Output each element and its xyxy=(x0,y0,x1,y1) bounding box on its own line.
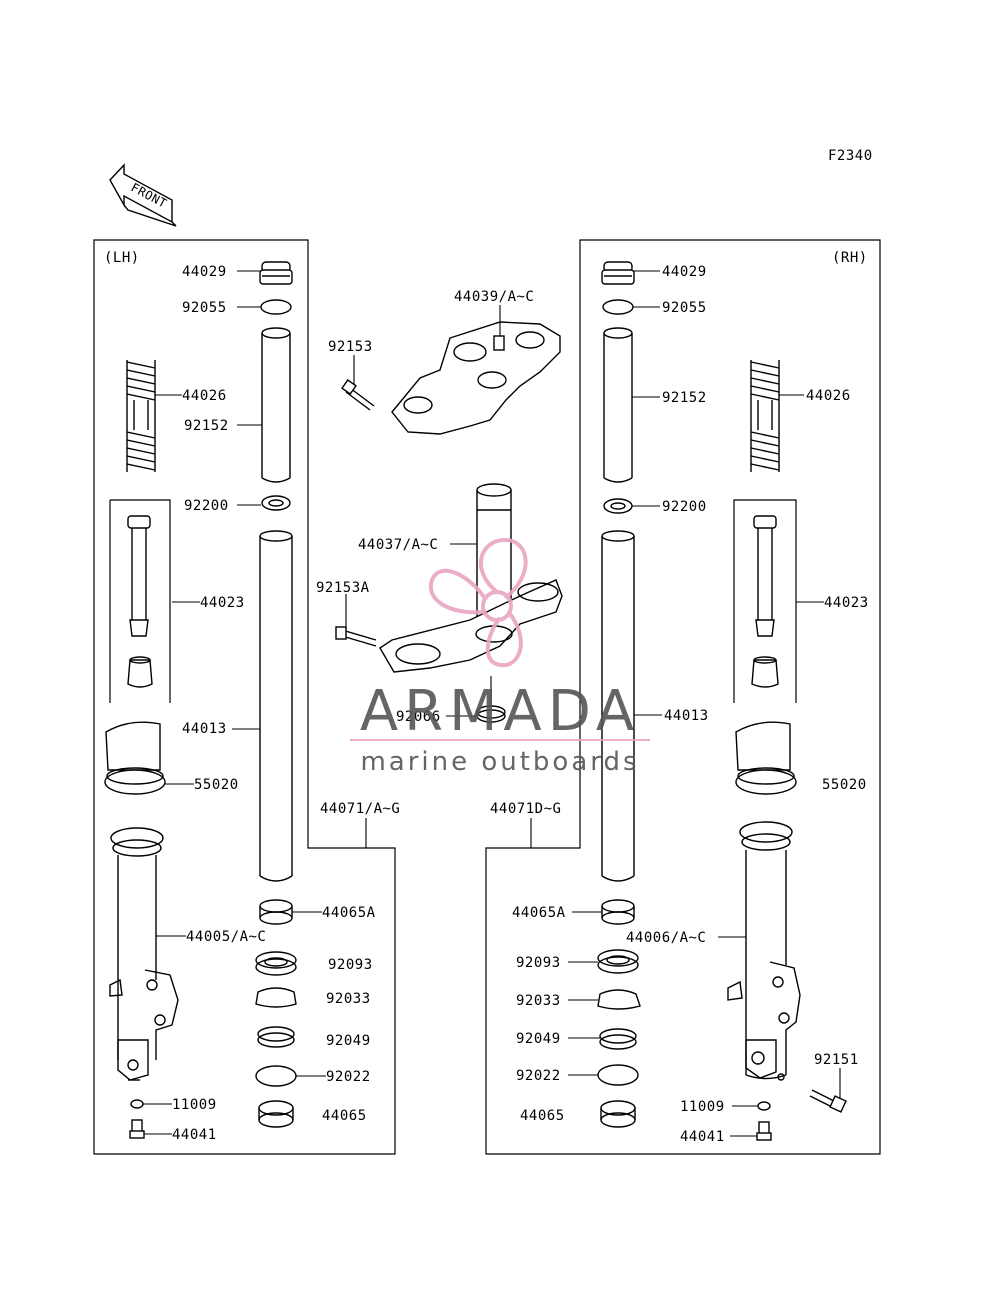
label-44071-lh: 44071/A~G xyxy=(320,801,400,817)
lh-label-44023: 44023 xyxy=(200,595,245,611)
steering-stem xyxy=(379,483,563,673)
lh-frame xyxy=(93,239,396,1155)
upper-triple-clamp xyxy=(391,321,561,435)
watermark-tagline: marine outboards xyxy=(360,747,639,777)
figure-code: F2340 xyxy=(828,148,873,164)
rh-label-92200: 92200 xyxy=(662,499,707,515)
lh-label-92022: 92022 xyxy=(326,1069,371,1085)
lh-label-55020: 55020 xyxy=(194,777,239,793)
rh-guide-bushing-44065 xyxy=(600,1100,636,1128)
lh-o-ring xyxy=(260,299,292,315)
rh-damper-rod xyxy=(751,515,779,688)
label-92066: 92066 xyxy=(396,709,441,725)
upper-clamp-bolt xyxy=(341,379,375,411)
lh-label-44041: 44041 xyxy=(172,1127,217,1143)
rh-label-92049: 92049 xyxy=(516,1031,561,1047)
lh-label-92055: 92055 xyxy=(182,300,227,316)
rh-dust-seal xyxy=(599,1028,637,1050)
lh-snap-ring xyxy=(255,987,297,1008)
rh-o-ring xyxy=(602,299,634,315)
lh-damper-rod xyxy=(127,515,153,688)
rh-outer-tube xyxy=(727,821,801,1080)
lh-guide-bushing-44065a xyxy=(259,899,293,925)
rh-washer-92022 xyxy=(597,1064,639,1086)
lh-spacer-tube xyxy=(261,327,291,483)
rh-label-44026: 44026 xyxy=(806,388,851,404)
watermark-logo: ARMADA marine outboards xyxy=(350,537,650,777)
label-44039: 44039/A~C xyxy=(454,289,534,305)
rh-label-44013: 44013 xyxy=(664,708,709,724)
lh-label-44026: 44026 xyxy=(182,388,227,404)
rh-label-92151: 92151 xyxy=(814,1052,859,1068)
lh-inner-tube xyxy=(259,530,293,882)
rh-label-44006: 44006/A~C xyxy=(626,930,706,946)
rh-gasket xyxy=(757,1101,771,1111)
rh-snap-ring xyxy=(597,989,641,1010)
lh-cap-bolt xyxy=(259,261,293,285)
lh-gasket xyxy=(130,1099,144,1109)
lh-label-92049: 92049 xyxy=(326,1033,371,1049)
lh-dust-seal xyxy=(257,1026,295,1048)
rh-inner-tube xyxy=(601,530,635,882)
lh-label-92093: 92093 xyxy=(328,957,373,973)
front-arrow-icon: FRONT xyxy=(109,163,177,227)
lh-label-44005: 44005/A~C xyxy=(186,929,266,945)
rh-label-44023: 44023 xyxy=(824,595,869,611)
lh-outer-tube xyxy=(109,827,179,1081)
front-label: FRONT xyxy=(129,180,170,210)
rh-oil-seal xyxy=(597,949,639,974)
lh-label-44013: 44013 xyxy=(182,721,227,737)
label-92153: 92153 xyxy=(328,339,373,355)
propeller-icon xyxy=(428,537,528,668)
rh-axle-clamp-bolt xyxy=(777,1073,847,1113)
rh-fork-spring xyxy=(750,360,780,472)
lh-label-44065: 44065 xyxy=(322,1108,367,1124)
watermark-brand: ARMADA xyxy=(360,679,640,744)
lh-washer-92022 xyxy=(255,1065,297,1087)
lh-label-11009: 11009 xyxy=(172,1097,217,1113)
lh-fork-spring xyxy=(126,360,156,472)
lh-oil-seal xyxy=(255,951,297,976)
rh-label-44029: 44029 xyxy=(662,264,707,280)
rh-label: (RH) xyxy=(832,250,868,266)
rh-label-92033: 92033 xyxy=(516,993,561,1009)
lh-washer xyxy=(261,495,291,511)
rh-label-92055: 92055 xyxy=(662,300,707,316)
lh-drain-bolt xyxy=(129,1119,145,1139)
lh-label-92033: 92033 xyxy=(326,991,371,1007)
lh-label-44029: 44029 xyxy=(182,264,227,280)
lh-label-92200: 92200 xyxy=(184,498,229,514)
rh-drain-bolt xyxy=(756,1121,772,1141)
lh-fork-guard xyxy=(104,721,166,795)
rh-label-44041: 44041 xyxy=(680,1129,725,1145)
rh-label-55020: 55020 xyxy=(822,777,867,793)
rh-label-44065a: 44065A xyxy=(512,905,566,921)
lh-guide-bushing-44065 xyxy=(258,1100,294,1128)
lh-label-92152: 92152 xyxy=(184,418,229,434)
rh-guide-bushing-44065a xyxy=(601,899,635,925)
lh-label-44065a: 44065A xyxy=(322,905,376,921)
rh-label-44065: 44065 xyxy=(520,1108,565,1124)
lower-clamp-bolt xyxy=(335,626,377,647)
label-44037: 44037/A~C xyxy=(358,537,438,553)
label-44071-rh: 44071D~G xyxy=(490,801,561,817)
rh-label-92093: 92093 xyxy=(516,955,561,971)
rh-washer xyxy=(603,498,633,514)
label-92153a: 92153A xyxy=(316,580,370,596)
rh-frame xyxy=(485,239,881,1155)
lh-label: (LH) xyxy=(104,250,140,266)
rh-spacer-tube xyxy=(603,327,633,483)
rh-fork-guard xyxy=(735,721,797,795)
rh-cap-bolt xyxy=(601,261,635,285)
rh-label-11009: 11009 xyxy=(680,1099,725,1115)
rh-label-92022: 92022 xyxy=(516,1068,561,1084)
rh-label-92152: 92152 xyxy=(662,390,707,406)
